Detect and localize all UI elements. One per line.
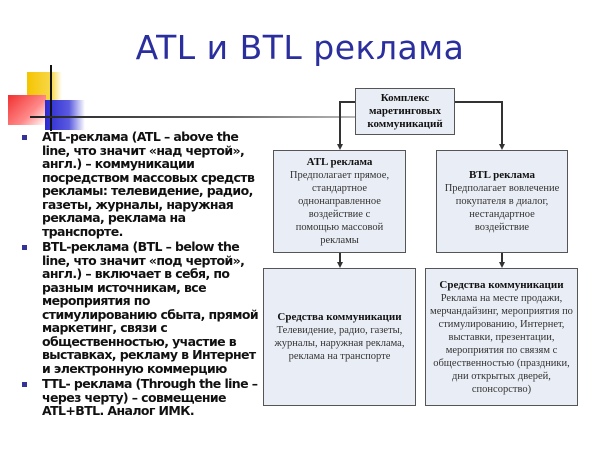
connector (501, 252, 503, 263)
connector (454, 101, 502, 103)
atl-means-title: Средства коммуникации (277, 311, 402, 323)
atl-text: Предполагает прямое, стандартное однонап… (289, 170, 390, 246)
bullet-btl: BTL-реклама (BTL – below the line, что з… (22, 240, 262, 375)
connector (339, 101, 341, 145)
bullet-atl: ATL-реклама (ATL – above the line, что з… (22, 130, 262, 238)
box-btl-means: Средства коммуникации Реклама на месте п… (425, 268, 578, 406)
box-atl-means: Средства коммуникации Телевидение, радио… (263, 268, 416, 406)
box-atl: ATL реклама Предполагает прямое, стандар… (273, 150, 406, 253)
btl-text: Предполагает вовлечение покупателя в диа… (444, 183, 560, 233)
arrow-down-icon (499, 144, 505, 150)
slide-title: ATL и BTL реклама (135, 28, 465, 67)
box-btl: BTL реклама Предполагает вовлечение поку… (436, 150, 568, 253)
connector (339, 252, 341, 263)
root-title: Комплекс маретинговых коммуникаций (367, 92, 443, 130)
btl-title: BTL реклама (468, 169, 536, 181)
arrow-down-icon (337, 144, 343, 150)
decor-vertical-line (50, 65, 52, 131)
box-root: Комплекс маретинговых коммуникаций (355, 88, 455, 135)
bullet-list: ATL-реклама (ATL – above the line, что з… (22, 130, 262, 420)
atl-means-text: Телевидение, радио, газеты, журналы, нар… (274, 325, 405, 362)
atl-title: ATL реклама (306, 156, 373, 168)
decor-red-square (8, 95, 46, 125)
connector (501, 101, 503, 145)
arrow-down-icon (337, 262, 343, 268)
arrow-down-icon (499, 262, 505, 268)
btl-means-title: Средства коммуникации (439, 278, 564, 291)
decor-horizontal-line (30, 116, 360, 118)
connector (339, 101, 356, 103)
bullet-ttl: TTL- реклама (Through the line – через ч… (22, 377, 262, 418)
btl-means-text: Реклама на месте продажи, мерчандайзинг,… (430, 292, 573, 395)
